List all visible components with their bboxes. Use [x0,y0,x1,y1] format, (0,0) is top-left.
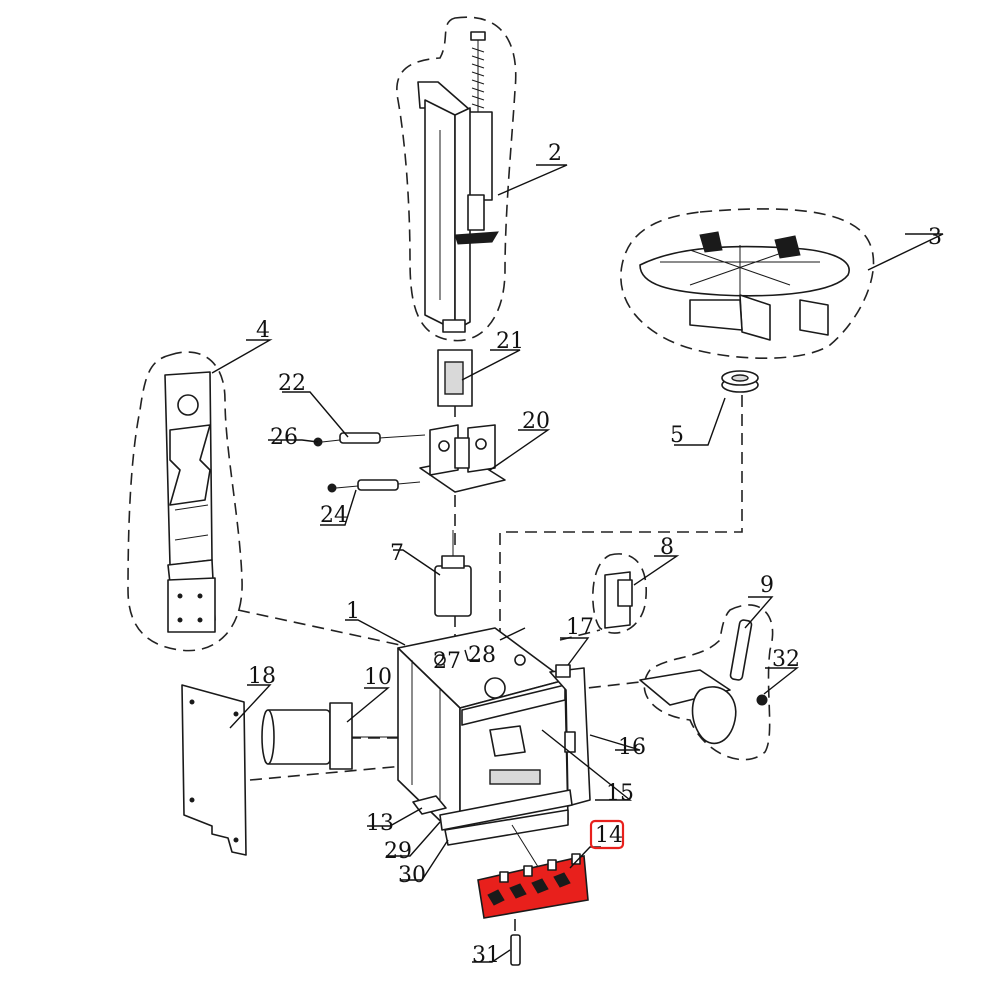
label-part-1[interactable]: 1 [346,599,360,624]
leader-lines [211,164,944,963]
part-32-nut[interactable] [756,694,768,706]
part-9-pedal-assembly[interactable] [639,604,774,761]
part-17-valve[interactable] [555,664,571,678]
label-part-29[interactable]: 29 [384,839,412,864]
label-part-32[interactable]: 32 [772,647,800,672]
part-20-mount-block[interactable] [419,424,506,493]
label-part-5[interactable]: 5 [670,423,684,448]
label-part-10[interactable]: 10 [364,665,392,690]
part-15-front-panel[interactable] [461,684,566,726]
part-14-valve-manifold-highlighted[interactable] [477,853,589,919]
label-part-28[interactable]: 28 [468,643,496,668]
label-part-24[interactable]: 24 [320,503,348,528]
label-part-16[interactable]: 16 [618,735,646,760]
part-18-side-panel[interactable] [181,684,247,856]
label-part-18[interactable]: 18 [248,664,276,689]
label-part-22[interactable]: 22 [278,371,306,396]
part-10-motor[interactable] [261,702,405,770]
label-part-7[interactable]: 7 [390,541,404,566]
label-part-4[interactable]: 4 [256,318,270,343]
label-part-3[interactable]: 3 [928,225,942,250]
part-26-bolt[interactable] [313,434,426,447]
label-part-14-highlight-box [589,819,625,850]
label-part-15[interactable]: 15 [606,781,634,806]
part-number-labels: 2 3 4 21 20 22 26 24 5 7 8 9 32 1 17 27 … [248,141,942,968]
part-29-bracket[interactable] [439,789,573,831]
part-4-side-tool-column[interactable] [127,351,243,652]
part-31-screw[interactable] [510,934,521,966]
part-30-base-frame[interactable] [444,809,569,871]
label-part-13[interactable]: 13 [366,811,394,836]
part-7-cylinder[interactable] [434,530,472,617]
label-part-9[interactable]: 9 [760,573,774,598]
label-part-26[interactable]: 26 [270,425,298,450]
label-part-20[interactable]: 20 [522,409,550,434]
label-part-17[interactable]: 17 [566,615,594,640]
label-part-21[interactable]: 21 [496,329,524,354]
part-8-valve-bracket[interactable] [592,553,647,634]
label-part-2[interactable]: 2 [548,141,562,166]
part-5-bearing[interactable] [721,370,759,393]
part-3-turntable-assembly[interactable] [620,208,875,359]
part-1-main-cabinet[interactable] [397,627,569,843]
label-part-8[interactable]: 8 [660,535,674,560]
label-part-31[interactable]: 31 [472,943,500,968]
label-part-14[interactable]: 14 [595,823,623,848]
part-24-pin[interactable] [327,479,421,493]
label-part-30[interactable]: 30 [398,863,426,888]
part-2-column-assembly[interactable] [396,16,517,342]
label-part-27[interactable]: 27 [433,649,461,674]
